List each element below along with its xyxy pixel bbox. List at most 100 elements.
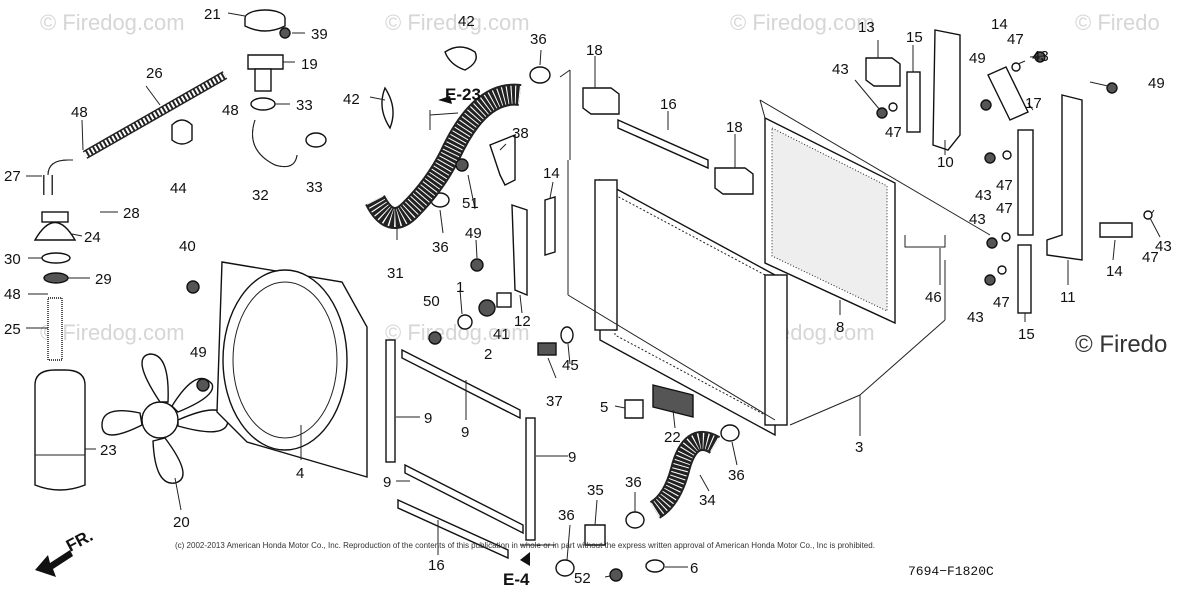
callout: 9: [461, 424, 469, 441]
hose-clamp-part: [250, 97, 276, 111]
washer-part: [1002, 150, 1012, 160]
callout: 36: [728, 467, 745, 484]
callout: 11: [1060, 289, 1076, 306]
callout: 15: [906, 29, 923, 46]
callout: 40: [179, 238, 196, 255]
grommet-part: [624, 399, 644, 419]
callout: 33: [296, 97, 313, 114]
watermark-dark: © Firedo: [1075, 331, 1167, 358]
bolt-part: [984, 152, 996, 164]
callout: 47: [1007, 31, 1024, 48]
upper-hose-part: [365, 83, 522, 229]
foam-block-part: [582, 87, 620, 115]
hose-clamp-part: [529, 66, 551, 84]
callout: 51: [462, 195, 479, 212]
callout: 46: [925, 289, 942, 306]
callout: 49: [1148, 75, 1165, 92]
front-direction-arrow: FR.: [35, 526, 96, 577]
watermark-layer: © Firedog.com © Firedog.com © Firedog.co…: [40, 10, 1167, 358]
washer-part: [1001, 232, 1011, 242]
bolt-part: [1106, 82, 1118, 94]
diagram-code: 7694−F1820C: [908, 564, 994, 579]
callout: 5: [600, 399, 608, 416]
callout: 36: [530, 31, 547, 48]
callout: 9: [383, 474, 391, 491]
callout: 50: [423, 293, 440, 310]
bracket-part: [511, 204, 528, 297]
washer-part: [1011, 62, 1021, 72]
callout: 28: [123, 205, 140, 222]
clip-part: [171, 119, 193, 145]
callout: 43: [969, 211, 986, 228]
callout: 47: [996, 200, 1013, 217]
callout: 38: [512, 125, 529, 142]
callout: 20: [173, 514, 190, 531]
seal-strip-part: [397, 498, 509, 560]
callout: 15: [1018, 326, 1035, 343]
cooling-fan-part: [101, 353, 229, 484]
seal-strip-part: [385, 339, 396, 463]
callout: 9: [424, 410, 432, 427]
callout: 8: [836, 319, 844, 336]
watermark: © Firedog.com: [40, 320, 185, 345]
watermark: © Firedog.com: [385, 10, 530, 35]
callout: 25: [4, 321, 21, 338]
grommet-part: [478, 299, 496, 317]
callout: 24: [84, 229, 101, 246]
hose-clamp-part: [305, 132, 327, 148]
direction-label: FR.: [63, 526, 96, 556]
callout: 14: [1106, 263, 1123, 280]
seal-strip-part: [525, 417, 536, 541]
plate-part: [1099, 222, 1133, 238]
watermark: © Firedo: [1075, 10, 1160, 35]
bolt-part: [609, 568, 623, 582]
leader-lines: [26, 12, 1161, 578]
callout: 39: [311, 26, 328, 43]
callout: 34: [699, 492, 716, 509]
callout: 43: [1032, 48, 1049, 65]
hose-clamp-part: [720, 424, 740, 442]
callout: 48: [222, 102, 239, 119]
reference-arrow: E-4: [503, 544, 555, 589]
callout: 43: [1155, 238, 1172, 255]
seal-strip-part: [906, 71, 921, 133]
callout-numbers: 21 39 19 48 33 32 33 26 48 27 44 28 24 3…: [4, 6, 1172, 587]
clip-part: [904, 235, 946, 248]
callout: 48: [4, 286, 21, 303]
reservoir-cap-part: [33, 211, 77, 241]
condenser-part: [764, 116, 896, 325]
callout: 4: [296, 465, 304, 482]
callout: 16: [428, 557, 445, 574]
callout: 52: [574, 570, 591, 587]
callout: 41: [493, 326, 510, 343]
radiator-part: [567, 160, 788, 437]
bolt-part: [196, 378, 210, 392]
plate-part: [987, 66, 1029, 121]
callout: 19: [301, 56, 318, 73]
seal-strip-part: [1017, 129, 1034, 236]
hose-clamp-part: [625, 511, 645, 529]
callout: 14: [543, 165, 560, 182]
seal-strip-part: [617, 118, 709, 170]
copyright-notice: (c) 2002-2013 American Honda Motor Co., …: [175, 541, 875, 550]
callout: 47: [1142, 249, 1159, 266]
callout: 49: [465, 225, 482, 242]
callout: 22: [664, 429, 681, 446]
callout: 44: [170, 180, 187, 197]
lower-hose-part: [649, 430, 721, 519]
callout: 47: [885, 124, 902, 141]
elbow-joint-part: [43, 159, 73, 195]
callout: 26: [146, 65, 163, 82]
watermark: © Firedog.com: [730, 10, 875, 35]
foam-block-part: [865, 57, 901, 87]
o-ring-part: [560, 326, 574, 344]
label-plate-part: [652, 384, 694, 418]
overflow-tube-part: [82, 71, 228, 159]
washer-part: [1143, 210, 1153, 220]
callout: 10: [937, 154, 954, 171]
clip-part: [645, 559, 665, 573]
bolt-part: [986, 237, 998, 249]
callout: 36: [558, 507, 575, 524]
callout: 12: [514, 313, 531, 330]
